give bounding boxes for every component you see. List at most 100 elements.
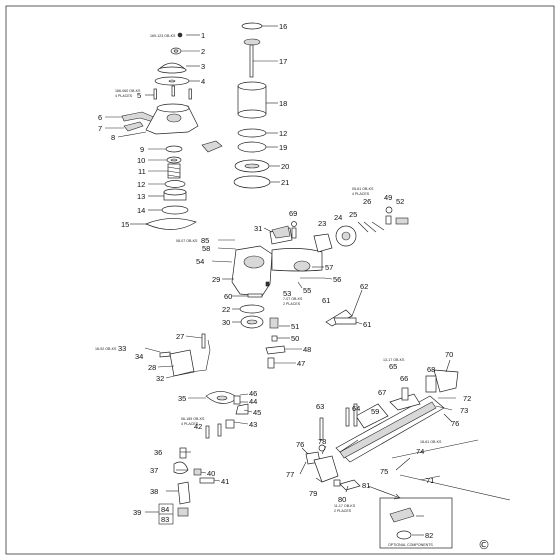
part-61c — [345, 407, 350, 427]
part-64 — [353, 403, 358, 427]
callout-42: 42 — [194, 422, 202, 431]
callout-78: 78 — [318, 437, 326, 446]
callout-69: 69 — [289, 209, 297, 218]
part-10-washer — [166, 156, 182, 164]
part-8-cap-housing — [145, 103, 199, 135]
part-11-spring — [167, 163, 181, 179]
callout-71: 71 — [426, 476, 434, 485]
part-20-plate — [234, 159, 270, 173]
part-32 — [189, 339, 211, 373]
optional-components-label: OPTIONAL COMPONENTS — [388, 543, 433, 547]
callout-50: 50 — [291, 334, 299, 343]
part-50 — [271, 335, 278, 342]
callout-22: 22 — [222, 305, 230, 314]
part-48 — [265, 345, 286, 355]
callout-12b: 12 — [279, 129, 287, 138]
part-12-oring — [164, 180, 186, 188]
callout-82: 82 — [425, 531, 433, 540]
callout-55: 55 — [303, 286, 311, 295]
part-68 — [425, 375, 437, 393]
note-5a: 166-060 OB-KS — [115, 89, 141, 93]
note-1: 169-123 OB-KS — [150, 34, 176, 38]
callout-23: 23 — [318, 219, 326, 228]
part-27 — [201, 333, 206, 349]
note-25a: 05-61 OB-KS — [352, 187, 374, 191]
callout-76: 76 — [451, 419, 459, 428]
callout-4: 4 — [201, 77, 205, 86]
callout-16: 16 — [279, 22, 287, 31]
callout-18: 18 — [279, 99, 287, 108]
part-41 — [199, 477, 215, 484]
part-37 — [173, 461, 189, 474]
part-23-cap — [313, 233, 333, 253]
diagram-border — [5, 5, 555, 555]
callout-11: 11 — [138, 167, 146, 176]
callout-36: 36 — [154, 448, 162, 457]
callout-39: 39 — [133, 508, 141, 517]
cylinder-assembly — [233, 22, 271, 189]
part-2-nut — [170, 47, 182, 55]
note-74: 18-61 OB-KS — [420, 440, 442, 444]
callout-14: 14 — [137, 206, 145, 215]
callout-73: 73 — [460, 406, 468, 415]
callout-19: 19 — [279, 143, 287, 152]
part-53-screw — [265, 281, 270, 287]
callout-68: 68 — [427, 365, 435, 374]
part-7-plate — [123, 121, 144, 132]
part-28 — [169, 349, 195, 377]
part-13-piston — [163, 188, 187, 201]
note-42a: 06-189 OB-KS — [181, 417, 205, 421]
callout-51: 51 — [291, 322, 299, 331]
part-49 — [385, 206, 393, 225]
part-34 — [159, 351, 171, 358]
part-18-cylinder — [237, 81, 267, 119]
part-63 — [319, 417, 324, 441]
part-66 — [401, 387, 409, 401]
callout-40: 40 — [207, 469, 215, 478]
callout-26: 26 — [363, 197, 371, 206]
callout-64: 64 — [352, 404, 360, 413]
part-69 — [291, 221, 297, 239]
part-40 — [193, 468, 202, 476]
note-65: 13-17 OB-KS — [383, 358, 405, 362]
note-25b: 4 PLACES — [352, 192, 370, 196]
callout-24: 24 — [334, 213, 342, 222]
callout-62: 62 — [360, 282, 368, 291]
part-9-ring — [165, 145, 183, 153]
part-80-81 — [333, 479, 361, 491]
part-70 — [433, 369, 459, 393]
optional-components-box — [367, 485, 453, 549]
callout-58: 58 — [202, 244, 210, 253]
callout-30: 30 — [222, 318, 230, 327]
part-51 — [269, 317, 279, 329]
callout-34: 34 — [135, 352, 143, 361]
note-33: 18-92 OB-KS — [95, 347, 117, 351]
callout-31: 31 — [254, 224, 262, 233]
callout-35: 35 — [178, 394, 186, 403]
part-22-ring — [239, 304, 265, 314]
magazine-assembly — [305, 369, 511, 501]
callout-84: 84 — [161, 505, 169, 514]
callout-20: 20 — [281, 162, 289, 171]
callout-56: 56 — [333, 275, 341, 284]
callout-76b: 76 — [296, 440, 304, 449]
callout-43: 43 — [249, 420, 257, 429]
callout-47: 47 — [297, 359, 305, 368]
callout-6: 6 — [98, 113, 102, 122]
callout-59: 59 — [371, 407, 379, 416]
callout-15: 15 — [121, 220, 129, 229]
note-5b: 4 PLACES — [115, 94, 133, 98]
part-3-dome — [157, 62, 187, 74]
part-5-screws — [153, 85, 192, 100]
callout-25: 25 — [349, 210, 357, 219]
side-clip — [201, 140, 223, 153]
part-36 — [179, 447, 187, 459]
callout-3: 3 — [201, 62, 205, 71]
callout-5: 5 — [137, 91, 141, 100]
callout-44: 44 — [249, 397, 257, 406]
left-cap-assembly — [121, 32, 223, 230]
trigger-group — [158, 333, 249, 525]
callout-49: 49 — [384, 193, 392, 202]
